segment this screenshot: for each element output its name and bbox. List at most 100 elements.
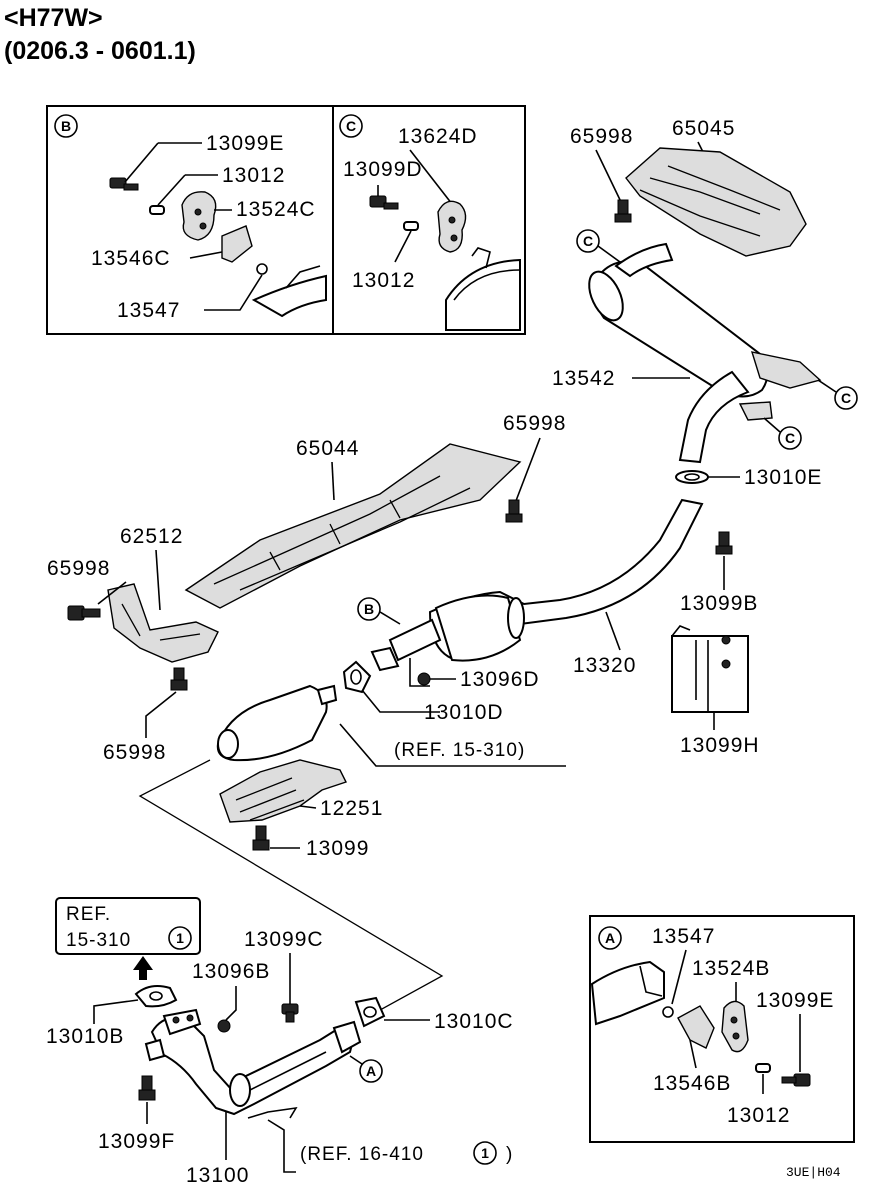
- production-range: (0206.3 - 0601.1): [4, 37, 196, 65]
- bolt-icon: [170, 667, 188, 691]
- detail-a-letter: A: [605, 930, 615, 946]
- part-label-13010e: 13010E: [744, 466, 822, 489]
- part-label-13099h: 13099H: [680, 734, 760, 757]
- heat-protector-65044: [184, 443, 522, 609]
- detail-a-marker: [598, 926, 622, 950]
- flange-gasket-icon: [370, 646, 400, 672]
- part-label-13547-a: 13547: [652, 925, 715, 948]
- part-label-65998-a: 65998: [570, 125, 633, 148]
- ref-box-15-310: [55, 897, 201, 955]
- part-label-13100: 13100: [186, 1164, 249, 1187]
- part-label-62512: 62512: [120, 525, 183, 548]
- washer-icon: [256, 263, 268, 275]
- part-label-13546c: 13546C: [91, 247, 171, 270]
- nut-icon: [217, 1019, 231, 1033]
- part-label-13096b: 13096B: [192, 960, 270, 983]
- detail-c-marker: [778, 426, 802, 450]
- muffler-inlet-pipe: [678, 370, 750, 464]
- detail-c-letter: C: [583, 233, 593, 249]
- part-label-13099e-b: 13099E: [206, 132, 284, 155]
- sub-muffler-end: [507, 597, 525, 639]
- bolt-icon: [281, 1003, 299, 1023]
- detail-c-marker: [576, 229, 600, 253]
- up-arrow-icon: [133, 956, 153, 980]
- part-label-13524c: 13524C: [236, 198, 316, 221]
- detail-c-letter: C: [785, 430, 795, 446]
- hanger-bracket-13099h: [671, 635, 749, 713]
- part-label-13624d: 13624D: [398, 125, 478, 148]
- part-label-12251: 12251: [320, 797, 383, 820]
- detail-box-a: [589, 915, 855, 1143]
- front-pipe-group: REF. 15-310 1 13010B 13096B 13099C 13010…: [46, 897, 514, 1187]
- detail-view-b: B 13099E 13012 13524C 13546C 13547: [54, 114, 327, 322]
- muffler-outlet-pipe: [614, 242, 674, 278]
- nut-icon: [417, 672, 431, 686]
- rear-flange-icon: [332, 1020, 362, 1054]
- pipe-flange-icon: [388, 618, 442, 662]
- bolt-icon: [715, 531, 733, 555]
- part-label-13010b: 13010B: [46, 1025, 124, 1048]
- part-label-13010c: 13010C: [434, 1010, 514, 1033]
- gasket-icon: [134, 985, 178, 1008]
- hanger-rubber-icon: [437, 200, 467, 253]
- front-pipe-13100: [150, 1016, 356, 1116]
- pin-icon: [755, 1063, 771, 1073]
- part-label-13099b: 13099B: [680, 592, 758, 615]
- detail-a-marker: [359, 1059, 383, 1083]
- part-label-13547-b: 13547: [117, 299, 180, 322]
- part-label-13099f: 13099F: [98, 1130, 175, 1153]
- hanger-rubber-icon: [181, 191, 217, 241]
- ref-16-410-close: ): [506, 1144, 513, 1165]
- gasket-13010e-group: 13010E: [675, 466, 822, 489]
- bolt-icon: [505, 499, 523, 523]
- center-heat-protector-group: 65044 65998: [184, 412, 566, 609]
- converter-end: [217, 729, 239, 759]
- bolt-icon: [614, 199, 632, 223]
- detail-c-marker: [339, 114, 363, 138]
- hanger-bracket-group: 13099B 13099H: [671, 531, 760, 757]
- gasket-icon: [675, 470, 709, 484]
- pin-icon: [403, 221, 419, 231]
- hanger-bracket-icon: [750, 351, 822, 389]
- part-label-13096d: 13096D: [460, 668, 540, 691]
- muffler-group: 65998 65045 C C C 13542: [552, 117, 858, 464]
- detail-box-b-c: [46, 105, 526, 335]
- ref-box-circle-number: 1: [176, 930, 184, 946]
- part-label-13099: 13099: [306, 837, 369, 860]
- part-label-13099e-a: 13099E: [756, 989, 834, 1012]
- pipe-segment-icon: [251, 274, 327, 318]
- gasket-icon: [354, 996, 386, 1028]
- ref-16-410-circle: [473, 1141, 497, 1165]
- drawing-code: 3UE|H04: [786, 1165, 841, 1180]
- detail-b-marker: [54, 114, 78, 138]
- catalytic-converter-group: (REF. 15-310) 12251 13099: [138, 684, 566, 1011]
- detail-a-letter: A: [366, 1063, 376, 1079]
- gasket-icon: [342, 660, 372, 694]
- heat-protector-65045: [625, 147, 807, 257]
- ref-box-line-2: 15-310: [66, 930, 131, 951]
- detail-b-letter: B: [61, 118, 71, 134]
- part-label-65045: 65045: [672, 117, 735, 140]
- detail-view-c: C 13624D 13099D 13012: [339, 114, 521, 331]
- model-code: <H77W>: [4, 4, 103, 32]
- front-heat-protector-group: 62512 65998 65998: [47, 525, 219, 764]
- detail-b-marker: [357, 597, 381, 621]
- pin-icon: [149, 205, 165, 215]
- muffler-end-icon: [445, 258, 521, 331]
- part-label-13524b: 13524B: [692, 957, 770, 980]
- part-label-13320: 13320: [573, 654, 636, 677]
- part-label-65998-b: 65998: [503, 412, 566, 435]
- part-label-13542: 13542: [552, 367, 615, 390]
- front-pipe-resonator-end: [229, 1073, 251, 1107]
- part-label-13010d: 13010D: [424, 701, 504, 724]
- center-exhaust-pipe-group: 13320 B 13096D 13010D: [342, 498, 704, 724]
- ref-box-circle: [168, 926, 192, 950]
- bracket-icon: [677, 1005, 715, 1049]
- washer-icon: [662, 1006, 674, 1018]
- sub-muffler-icon: [434, 594, 522, 662]
- main-muffler-13542: [594, 260, 769, 398]
- bracket-icon: [221, 225, 253, 263]
- heat-shield-12251: [219, 759, 347, 823]
- part-label-13099c: 13099C: [244, 928, 324, 951]
- hanger-rubber-icon: [721, 1000, 749, 1053]
